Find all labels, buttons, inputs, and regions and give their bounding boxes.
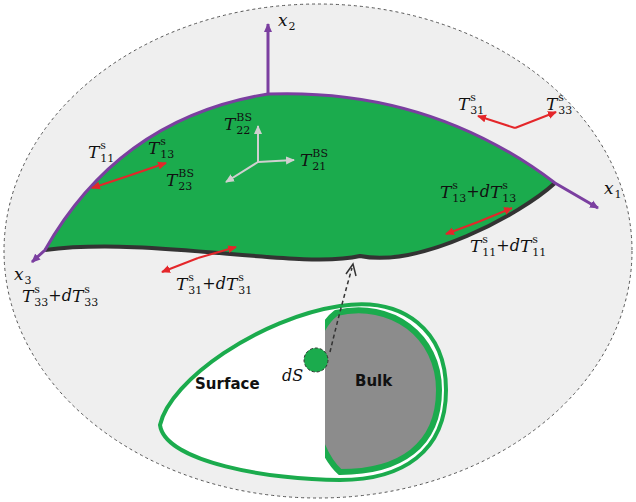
region-label: Bulk (355, 372, 392, 390)
stress-symbol: TBS 21 (300, 148, 328, 172)
symbol-text: s (84, 284, 98, 295)
symbol-text: T (72, 288, 83, 305)
index-stack: BS 21 (312, 148, 328, 172)
symbol-text: 33 (34, 297, 48, 308)
stress-symbol: x2 (278, 8, 296, 32)
index-stack: 1 (615, 176, 622, 200)
symbol-text: s (558, 92, 572, 103)
symbol-text: s (532, 234, 546, 245)
index-stack: 3 (25, 262, 32, 286)
symbol-text: T (226, 276, 237, 293)
symbol-text: 11 (532, 247, 546, 258)
symbol-text: T (458, 96, 469, 113)
stress-symbol: x1 (604, 176, 622, 200)
symbol-text: +d (466, 184, 490, 200)
symbol-text: 13 (160, 149, 174, 160)
symbol-text: s (34, 284, 48, 295)
stress-symbol: Ts 31 (458, 92, 484, 116)
symbol-text: x (14, 266, 24, 283)
symbol-text: 1 (615, 189, 622, 200)
stress-symbol: Ts33+dTs33 (22, 284, 98, 308)
index-stack: BS 22 (236, 112, 252, 136)
symbol-text: +d (496, 238, 520, 254)
symbol-text: +d (48, 288, 72, 304)
symbol-text: s (452, 180, 466, 191)
index-stack: s 31 (188, 272, 202, 296)
index-stack: s 11 (100, 140, 114, 164)
symbol-text: 23 (178, 181, 194, 192)
symbol-text: s (238, 272, 252, 283)
symbol-text: T (520, 238, 531, 255)
index-stack: s 13 (502, 180, 516, 204)
region-label: Surface (195, 375, 260, 393)
symbol-text: dS (282, 368, 303, 384)
symbol-text: T (490, 184, 501, 201)
symbol-text: s (502, 180, 516, 191)
symbol-text: s (482, 234, 496, 245)
index-stack: s 13 (452, 180, 466, 204)
symbol-text: 31 (238, 285, 252, 296)
spacer (289, 8, 296, 19)
symbol-text: 31 (470, 105, 484, 116)
stress-symbol: Ts31+dTs31 (176, 272, 252, 296)
stress-symbol: x3 (14, 262, 32, 286)
symbol-text: T (166, 172, 177, 189)
bulk-region: Bulk (325, 300, 450, 485)
symbol-text: T (300, 152, 311, 169)
symbol-text: x (278, 12, 288, 29)
symbol-text: T (470, 238, 481, 255)
index-stack: s 31 (470, 92, 484, 116)
symbol-text: 11 (482, 247, 496, 258)
symbol-text: T (546, 96, 557, 113)
stress-symbol: dS (282, 368, 303, 384)
symbol-text: 33 (558, 105, 572, 116)
symbol-text: 22 (236, 125, 252, 136)
symbol-text: 33 (84, 297, 98, 308)
stress-symbol: TBS 22 (224, 112, 252, 136)
symbol-text: T (88, 144, 99, 161)
symbol-text: 13 (502, 193, 516, 204)
symbol-text: s (188, 272, 202, 283)
surface-region: Surface Bulk (150, 295, 450, 485)
stress-symbol: Ts 33 (546, 92, 572, 116)
symbol-text: T (22, 288, 33, 305)
symbol-text: 21 (312, 161, 328, 172)
index-stack: s 33 (84, 284, 98, 308)
symbol-text: s (470, 92, 484, 103)
index-stack: s 33 (558, 92, 572, 116)
symbol-text: T (224, 116, 235, 133)
symbol-text: BS (236, 112, 252, 123)
bulk-region-outline (325, 300, 450, 485)
index-stack: s 11 (532, 234, 546, 258)
spacer (25, 262, 32, 273)
index-stack: BS 23 (178, 168, 194, 192)
symbol-text: 2 (289, 21, 296, 32)
stress-symbol: TBS 23 (166, 168, 194, 192)
symbol-text: s (160, 136, 174, 147)
spacer (615, 176, 622, 187)
symbol-text: s (100, 140, 114, 151)
symbol-text: x (604, 180, 614, 197)
symbol-text: +d (202, 276, 226, 292)
symbol-text: 31 (188, 285, 202, 296)
symbol-text: T (148, 140, 159, 157)
symbol-text: 3 (25, 275, 32, 286)
stress-symbol: Ts11+dTs11 (470, 234, 546, 258)
stress-symbol: Ts13+dTs13 (440, 180, 516, 204)
stress-symbol: Ts 11 (88, 140, 114, 164)
symbol-text: 11 (100, 153, 114, 164)
index-stack: 2 (289, 8, 296, 32)
index-stack: s 33 (34, 284, 48, 308)
symbol-text: 13 (452, 193, 466, 204)
index-stack: s 31 (238, 272, 252, 296)
stress-symbol: Ts 13 (148, 136, 174, 160)
index-stack: s 11 (482, 234, 496, 258)
index-stack: s 13 (160, 136, 174, 160)
symbol-text: BS (178, 168, 194, 179)
symbol-text: T (176, 276, 187, 293)
symbol-text: T (440, 184, 451, 201)
symbol-text: BS (312, 148, 328, 159)
